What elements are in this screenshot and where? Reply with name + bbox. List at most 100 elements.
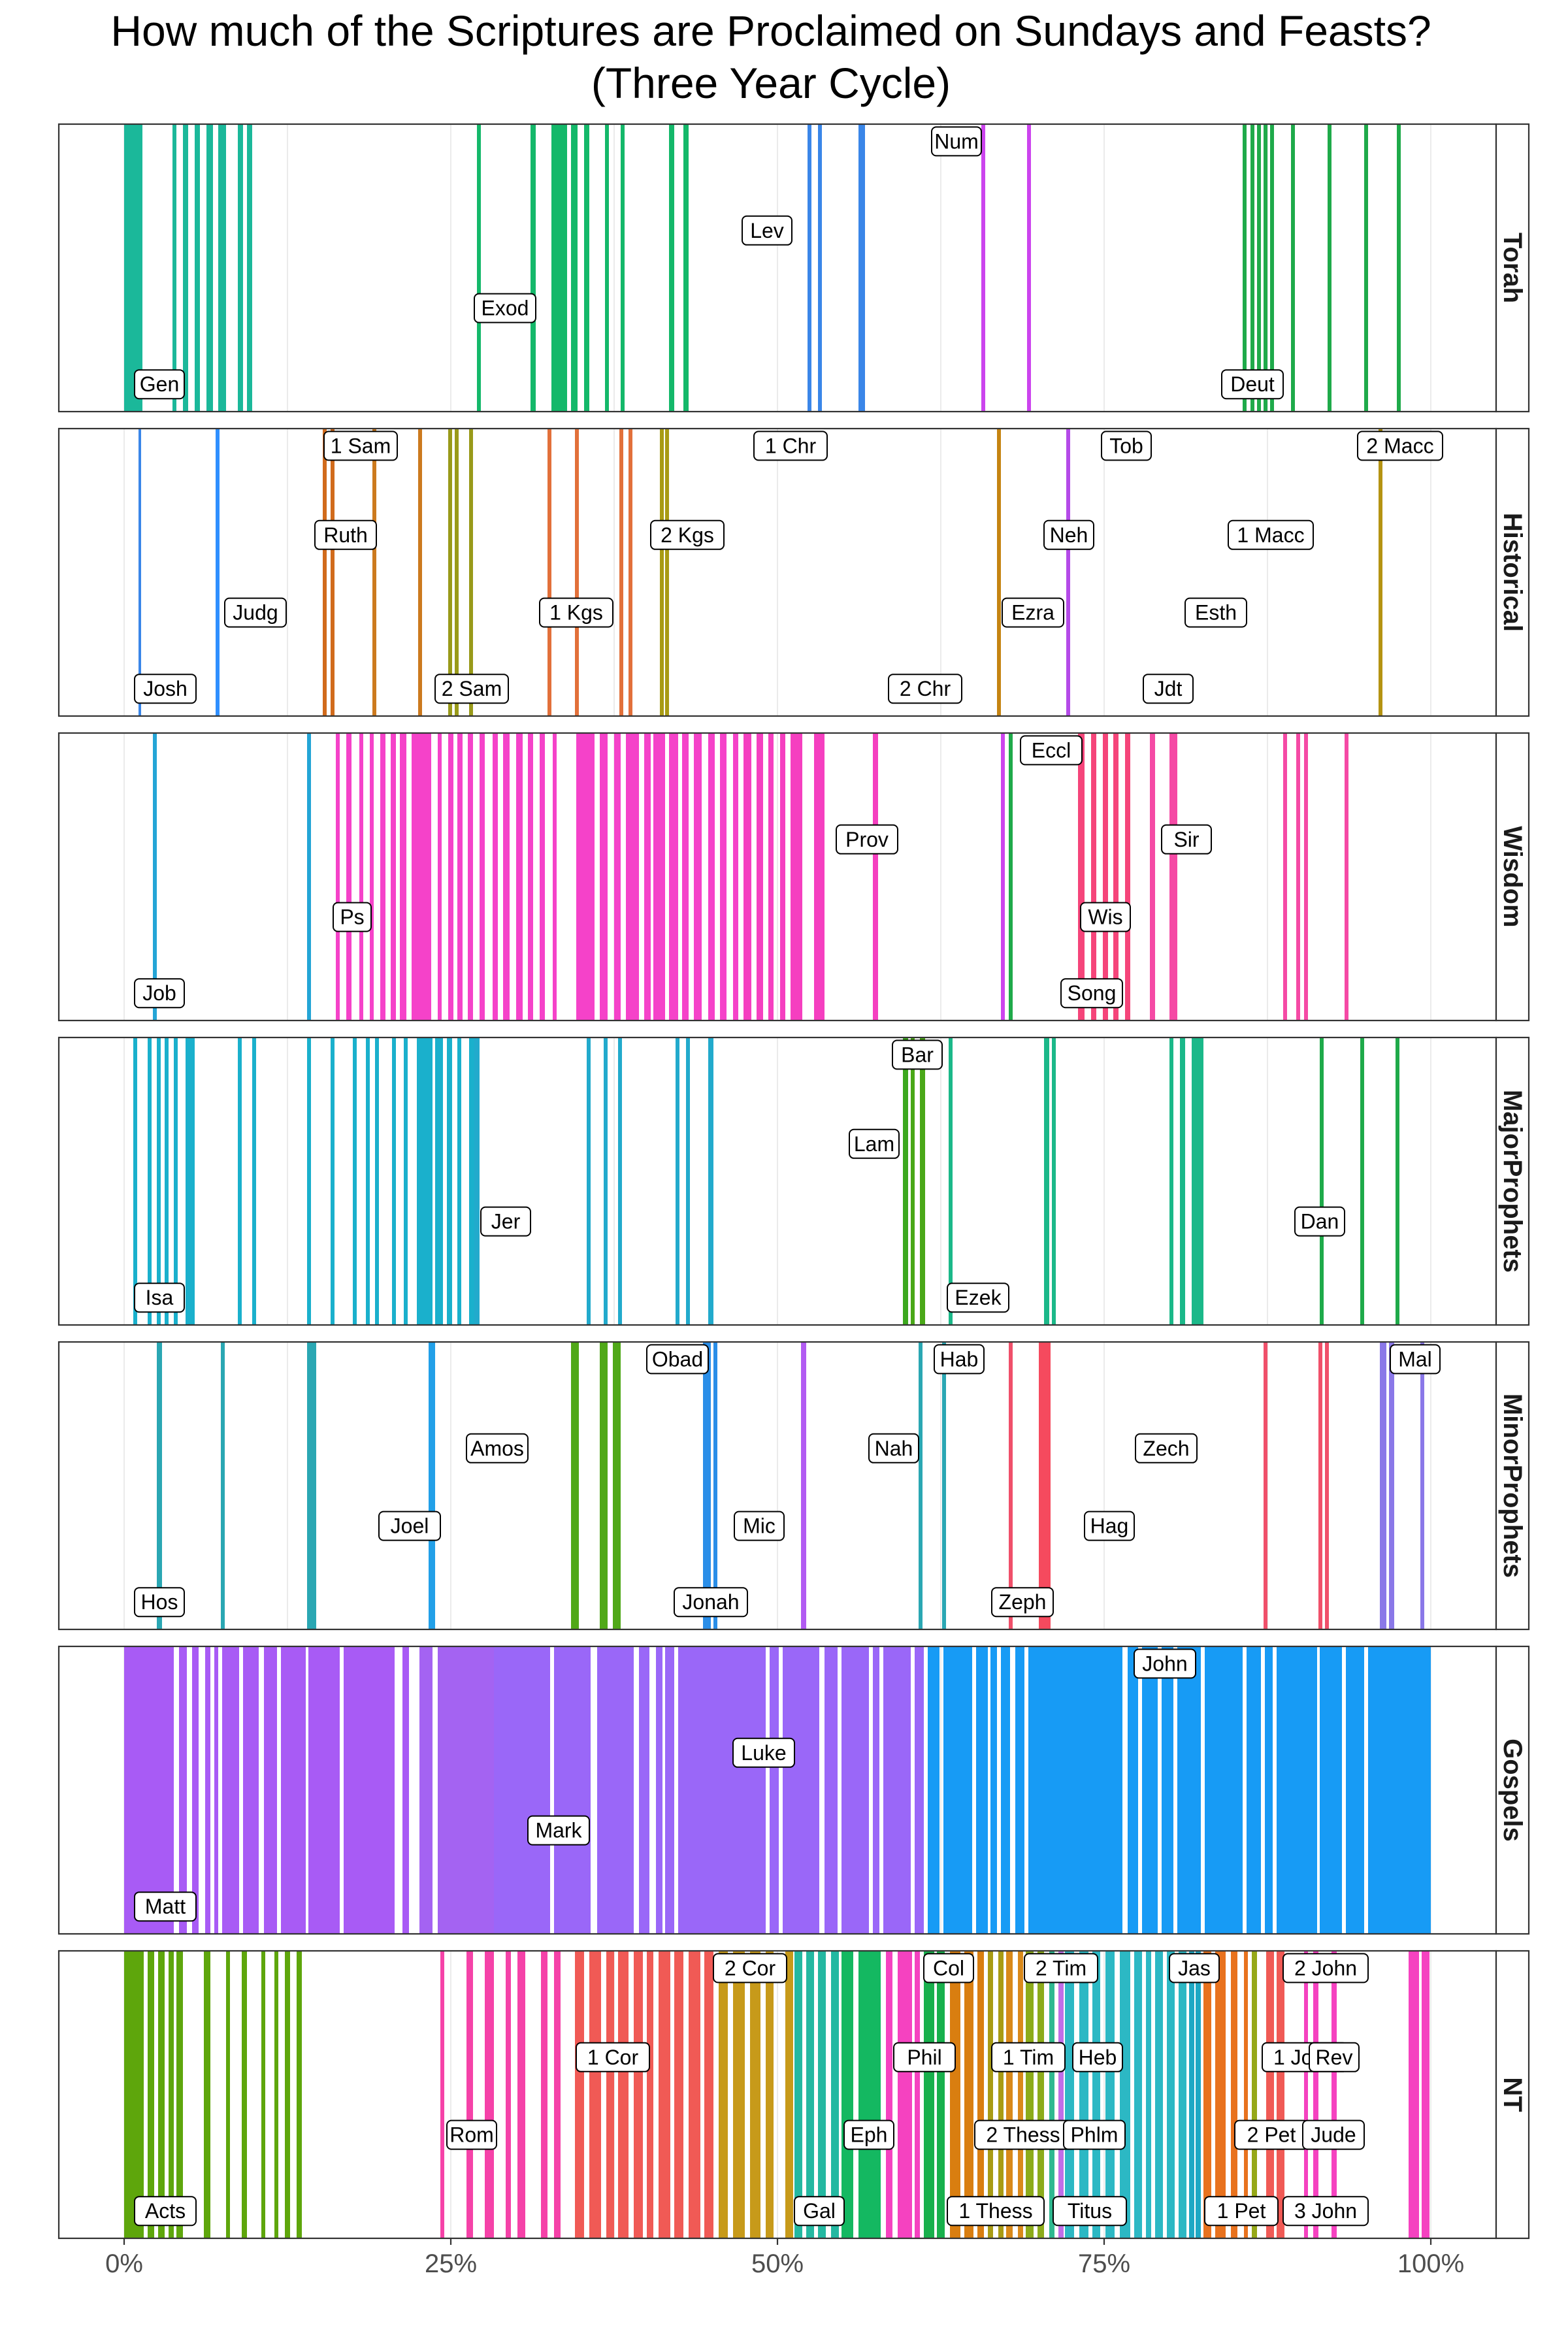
bar-nah — [919, 1342, 923, 1629]
bar-ezek — [1169, 1037, 1173, 1325]
bar-phil — [886, 1951, 892, 2238]
strip-historical — [1495, 427, 1530, 717]
chart-subtitle: (Three Year Cycle) — [591, 59, 951, 107]
x-tick-label: 100% — [1397, 2249, 1464, 2278]
label-jude: Jude — [1311, 2123, 1356, 2147]
bar-acts — [274, 1951, 278, 2238]
bar-ezek — [1192, 1037, 1203, 1325]
bar-gen — [124, 124, 142, 412]
strip-label-historical: Historical — [1498, 513, 1527, 632]
label-box-1-macc — [1228, 519, 1314, 550]
label-acts: Acts — [145, 2199, 186, 2223]
bar-1-pet — [1231, 1951, 1237, 2238]
label-box-wis — [1080, 902, 1131, 932]
label-box-hos — [134, 1587, 185, 1618]
bar-acts — [148, 1951, 154, 2238]
bar-ezek — [1044, 1037, 1049, 1325]
bar-gen — [238, 124, 243, 412]
bar-gen — [195, 124, 200, 412]
bar-matt — [124, 1646, 174, 1934]
bar-job — [153, 733, 157, 1021]
bar-ruth — [323, 429, 327, 716]
bar-isa — [148, 1037, 152, 1325]
bar-deut — [1397, 124, 1401, 412]
label-titus: Titus — [1068, 2199, 1112, 2223]
label-box-exod — [474, 293, 536, 323]
strip-label-gospels: Gospels — [1498, 1739, 1527, 1842]
bar-matt — [264, 1646, 277, 1934]
bar-hab — [942, 1342, 946, 1629]
label-gen: Gen — [140, 372, 179, 396]
label-box-rev — [1309, 2042, 1360, 2072]
strip-gospels — [1495, 1645, 1530, 1935]
bar-exod — [669, 124, 674, 412]
label-box-1-tim — [991, 2042, 1066, 2072]
label-box-mark — [527, 1815, 590, 1846]
bar-2-cor — [785, 1951, 793, 2238]
bar-ezek — [1052, 1037, 1056, 1325]
label-box-2-macc — [1357, 431, 1443, 461]
bar-heb — [1120, 1951, 1130, 2238]
label-jer: Jer — [491, 1210, 521, 1233]
label-zeph: Zeph — [999, 1590, 1047, 1614]
bar-john — [928, 1646, 939, 1934]
bar-john — [1368, 1646, 1431, 1934]
bar-lev — [858, 124, 865, 412]
bar-prov — [791, 733, 802, 1021]
bar-song — [1009, 733, 1013, 1021]
bar-ezek — [1180, 1037, 1185, 1325]
bar-2-thess — [998, 1951, 1004, 2238]
label-2-pet: 2 Pet — [1247, 2123, 1296, 2147]
bar-gen — [172, 124, 176, 412]
bar-2-kgs — [660, 429, 664, 716]
label-box-jonah — [674, 1587, 748, 1618]
label-job: Job — [142, 981, 176, 1005]
bar-isa — [133, 1037, 137, 1325]
bar-dan — [1360, 1037, 1364, 1325]
bar-exod — [683, 124, 689, 412]
label-2-tim: 2 Tim — [1036, 1956, 1086, 1980]
bar-john — [1015, 1646, 1024, 1934]
label-box-nah — [868, 1433, 919, 1463]
strip-label-minorprophets: MinorProphets — [1498, 1394, 1527, 1578]
label-box-luke — [732, 1737, 795, 1768]
label-dan: Dan — [1301, 1210, 1339, 1233]
label-box-col — [923, 1953, 974, 1984]
label-3-john: 3 John — [1294, 2199, 1357, 2223]
label-john: John — [1142, 1652, 1187, 1675]
bar-acts — [176, 1951, 183, 2238]
bar-ps — [503, 733, 510, 1021]
bar-ruth — [331, 429, 335, 716]
strip-label-nt: NT — [1498, 2077, 1527, 2112]
bar-john — [1205, 1646, 1243, 1934]
label-box-hag — [1084, 1511, 1135, 1541]
label-joel: Joel — [391, 1514, 429, 1538]
bar-1-cor — [659, 1951, 670, 2238]
bar-acts — [158, 1951, 165, 2238]
label-box-mal — [1390, 1344, 1441, 1375]
bar-gal — [806, 1951, 814, 2238]
bar-john — [1177, 1646, 1201, 1934]
bar-1-cor — [589, 1951, 601, 2238]
label-box-phil — [893, 2042, 956, 2072]
bar-rev — [1422, 1951, 1429, 2238]
bar-deut — [1270, 124, 1274, 412]
label-box-2-chr — [888, 674, 962, 704]
bar-ps — [346, 733, 351, 1021]
bar-2-sam — [455, 429, 459, 716]
bar-ps — [653, 733, 665, 1021]
bar-lev — [818, 124, 822, 412]
bar-1-kgs — [575, 429, 579, 716]
label-box-joel — [378, 1511, 441, 1541]
strip-minorprophets — [1495, 1341, 1530, 1631]
label-1-pet: 1 Pet — [1217, 2199, 1266, 2223]
label-box-ezra — [1002, 597, 1064, 628]
bar-john — [990, 1646, 997, 1934]
bar-amos — [600, 1342, 608, 1629]
label-box-judg — [224, 597, 287, 628]
label-box-esth — [1184, 597, 1247, 628]
label-2-cor: 2 Cor — [725, 1956, 776, 1980]
label-ezek: Ezek — [955, 1286, 1002, 1309]
bar-acts — [169, 1951, 174, 2238]
